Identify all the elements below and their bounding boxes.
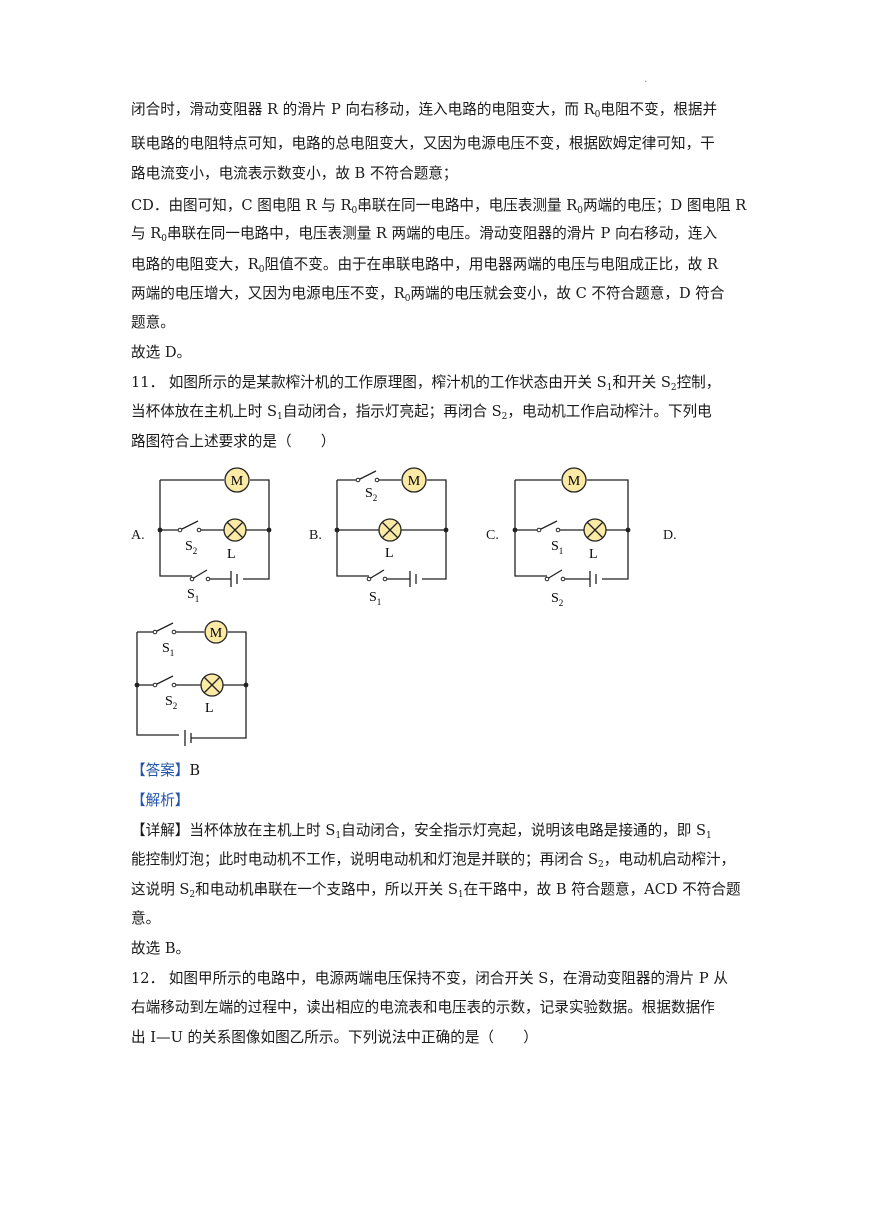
option-b-label: B. <box>309 528 322 543</box>
svg-text:M: M <box>210 626 223 641</box>
text-line: 当杯体放在主机上时 S1自动闭合，指示灯亮起；再闭合 S2，电动机工作启动榨汁。… <box>131 403 712 422</box>
text-line: 两端的电压增大，又因为电源电压不变，R0两端的电压就会变小，故 C 不符合题意，… <box>131 285 725 304</box>
text-line: 出 I—U 的关系图像如图乙所示。下列说法中正确的是（ ） <box>131 1029 538 1046</box>
svg-text:L: L <box>385 546 394 561</box>
svg-text:M: M <box>568 474 581 489</box>
text-line: 联电路的电阻特点可知，电路的总电阻变大，又因为电源电压不变，根据欧姆定律可知，干 <box>131 135 715 152</box>
detail-line: 【详解】当杯体放在主机上时 S1自动闭合，安全指示灯亮起，说明该电路是接通的，即… <box>131 822 712 841</box>
svg-text:S2: S2 <box>365 486 377 503</box>
text-line: 闭合时，滑动变阻器 R 的滑片 P 向右移动，连入电路的电阻变大，而 R0电阻不… <box>131 101 718 120</box>
text-line: 电路的电阻变大，R0阻值不变。由于在串联电路中，用电器两端的电压与电阻成正比，故… <box>131 256 718 275</box>
text-line: 故选 D。 <box>131 344 192 361</box>
svg-text:S1: S1 <box>551 539 563 556</box>
option-c-label: C. <box>486 528 499 543</box>
option-d-label: D. <box>663 528 677 543</box>
text-line: 题意。 <box>131 314 175 331</box>
circuit-b-diagram: M L S2 S1 <box>334 467 449 607</box>
text-line: 路图符合上述要求的是（ ） <box>131 433 336 450</box>
text-line: 路电流变小，电流表示数变小，故 B 不符合题意； <box>131 165 458 182</box>
circuit-a-diagram: M L S2 S1 <box>157 467 272 604</box>
svg-text:S1: S1 <box>369 590 381 607</box>
detail-line: 故选 B。 <box>131 940 191 957</box>
circuit-d-diagram: M L S1 S2 <box>134 620 249 746</box>
motor-label: M <box>231 474 244 489</box>
answer-line: 【答案】B <box>131 762 201 779</box>
svg-text:S2: S2 <box>165 694 177 711</box>
detail-line: 意。 <box>131 910 161 927</box>
text-line: CD．由图可知，C 图电阻 R 与 R0串联在同一电路中，电压表测量 R0两端的… <box>131 197 747 216</box>
svg-text:M: M <box>408 474 421 489</box>
detail-line: 能控制灯泡；此时电动机不工作，说明电动机和灯泡是并联的；再闭合 S2，电动机启动… <box>131 851 736 870</box>
svg-text:S1: S1 <box>187 587 199 604</box>
svg-text:S1: S1 <box>162 641 174 658</box>
detail-line: 这说明 S2和电动机串联在一个支路中，所以开关 S1在干路中，故 B 符合题意，… <box>131 881 741 900</box>
analysis-heading: 【解析】 <box>131 792 190 809</box>
text-line: 与 R0串联在同一电路中，电压表测量 R 两端的电压。滑动变阻器的滑片 P 向右… <box>131 225 718 244</box>
lamp-label: L <box>227 547 236 562</box>
svg-text:L: L <box>589 547 598 562</box>
question-11-stem: 11． 如图所示的是某款榨汁机的工作原理图，榨汁机的工作状态由开关 S1和开关 … <box>131 374 721 393</box>
svg-text:L: L <box>205 701 214 716</box>
svg-text:S2: S2 <box>185 539 197 556</box>
question-12-stem: 12． 如图甲所示的电路中，电源两端电压保持不变，闭合开关 S，在滑动变阻器的滑… <box>131 970 728 987</box>
circuit-c-diagram: M L S1 S2 <box>512 467 631 608</box>
svg-text:S2: S2 <box>551 591 563 608</box>
option-a-label: A. <box>131 528 145 543</box>
corner-mark: . <box>644 74 648 85</box>
text-line: 右端移动到左端的过程中，读出相应的电流表和电压表的示数，记录实验数据。根据数据作 <box>131 999 715 1016</box>
